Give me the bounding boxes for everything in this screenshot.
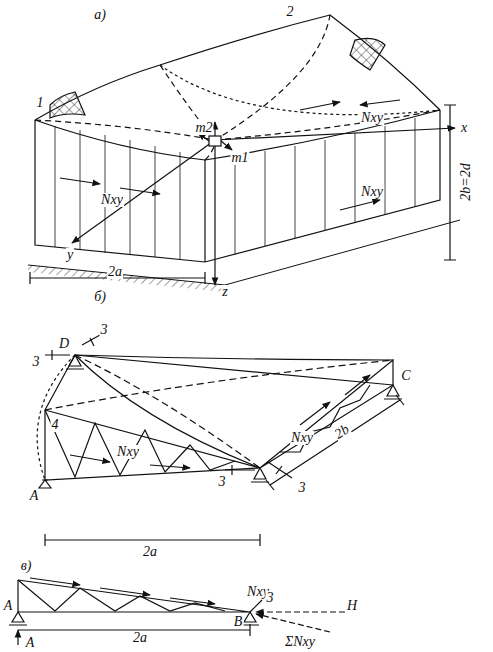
figure-label: 2a (142, 545, 158, 559)
figure-label: B (233, 615, 244, 629)
figure-label: A (25, 636, 36, 650)
figure-label: Nxy (360, 111, 384, 125)
figure-label: Nxy (100, 193, 124, 207)
figure-label: 4 (51, 418, 60, 432)
figure-label: в) (20, 559, 33, 573)
figure-label: 2a (107, 265, 123, 279)
figure-label: m1 (230, 151, 249, 165)
figure-label: 2a (132, 631, 148, 645)
figure-label: y (66, 248, 74, 262)
figure-label: а) (93, 8, 107, 22)
figure-label: Nxy (116, 445, 140, 459)
figure-label: 3 (32, 355, 41, 369)
panel-b (37, 335, 404, 546)
figure-label: 2b=2d (459, 162, 473, 201)
figure-label: D (58, 337, 70, 351)
figure-label: A (29, 489, 40, 503)
figure-label: ΣNxy (284, 635, 316, 649)
figure-label: Nxy (290, 431, 314, 445)
figure-label: z (221, 285, 228, 299)
figure-label: H (346, 599, 358, 613)
figure-label: Nxy (360, 185, 384, 199)
figure-label: 3 (100, 323, 109, 337)
figure-label: 3 (298, 481, 307, 495)
figure-label: x (460, 121, 468, 135)
figure-label: m2 (194, 121, 213, 135)
figure-label: A (3, 599, 14, 613)
figure-label: 2 (286, 5, 295, 19)
figure-label: 1 (36, 96, 45, 110)
panel-a (28, 15, 460, 292)
figure-label: 3 (218, 475, 227, 489)
figure-label: б) (93, 290, 107, 304)
figure-label: C (400, 369, 411, 383)
figure-label: 2b (331, 422, 352, 442)
figure-label: 3 (266, 591, 275, 605)
